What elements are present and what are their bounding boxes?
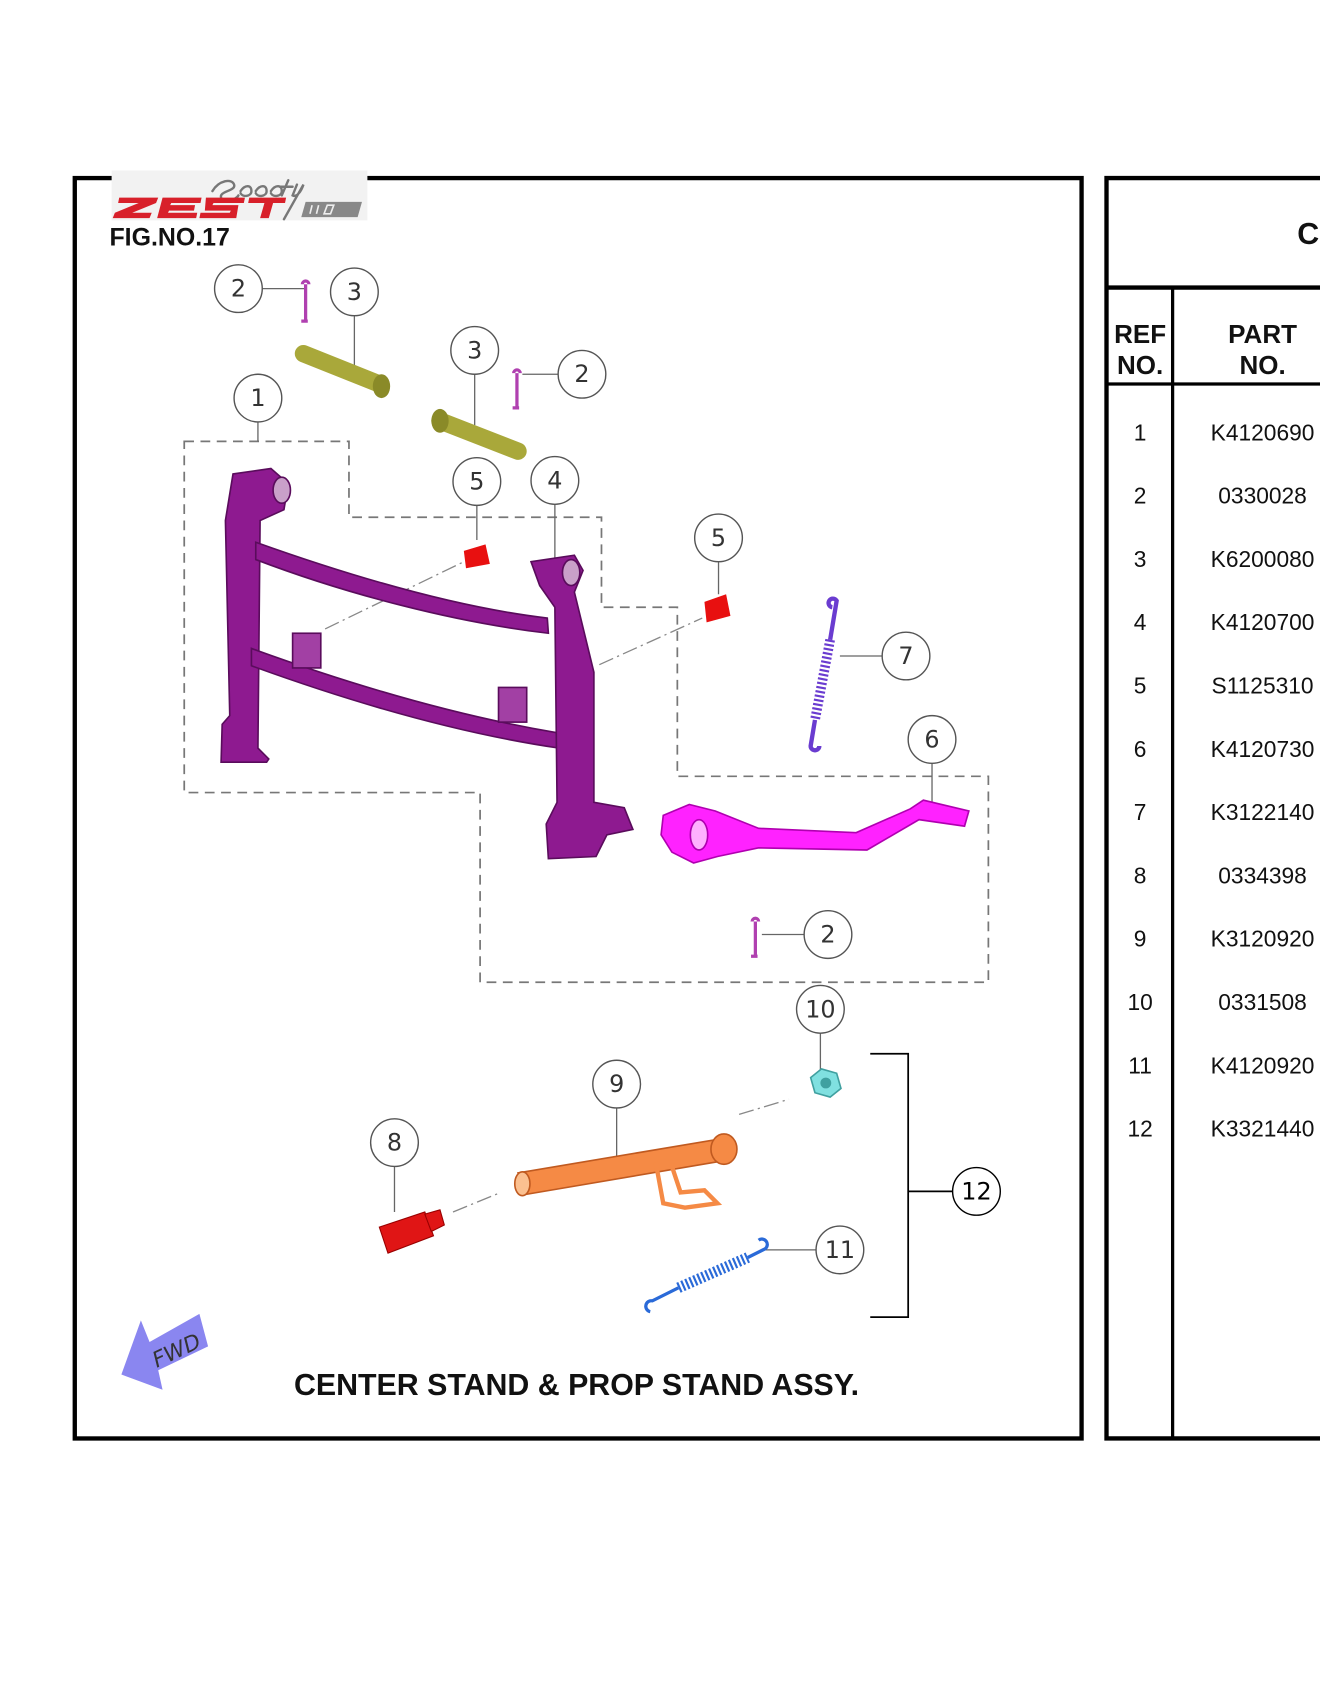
part-no: K3321440 (1211, 1116, 1315, 1142)
callout-number: 4 (547, 466, 562, 494)
ref-no: 1 (1134, 419, 1147, 445)
part-header-line1: PART (1228, 319, 1297, 349)
callout-3: 3 (450, 325, 500, 375)
part-no: S1125310 (1212, 673, 1314, 699)
figure-title: CENTER STAND & PROP STAND ASSY. (294, 1369, 859, 1402)
part-no: K4120920 (1211, 1052, 1315, 1078)
callout-number: 2 (820, 921, 835, 949)
part-no: K3122140 (1211, 799, 1315, 825)
callout-number: 1 (250, 384, 265, 412)
callout-number: 6 (924, 725, 939, 753)
part-no: K4120700 (1211, 609, 1315, 635)
callout-9: 9 (592, 1059, 642, 1109)
ref-no: 5 (1134, 673, 1147, 699)
part-header-line2: NO. (1239, 350, 1285, 380)
callout-number: 12 (961, 1177, 991, 1205)
ref-no: 7 (1134, 799, 1147, 825)
prop-stand-icon (660, 799, 970, 864)
callout-12: 12 (951, 1166, 1001, 1216)
figure-number: FIG.NO.17 (109, 223, 229, 251)
callout-5: 5 (452, 456, 502, 507)
part-no: 0331508 (1218, 989, 1307, 1015)
callout-2: 2 (557, 349, 607, 399)
part-no: K3120920 (1211, 926, 1315, 952)
ref-no: 8 (1134, 862, 1147, 888)
part-no: 0330028 (1218, 483, 1307, 509)
table-row: 12 K3321440 (1127, 1116, 1314, 1142)
table-row: 11 K4120920 (1128, 1052, 1314, 1078)
callout-number: 10 (805, 995, 835, 1023)
ref-no: 6 (1134, 736, 1147, 762)
callout-number: 8 (387, 1129, 402, 1157)
callout-2: 2 (213, 264, 263, 314)
callout-number: 11 (825, 1236, 855, 1264)
ref-no: 3 (1134, 546, 1147, 572)
callout-6: 6 (907, 714, 957, 765)
table-row: 9 K3120920 (1134, 926, 1315, 952)
table-row: 10 0331508 (1127, 989, 1306, 1015)
prop-stand-bar-icon (513, 1133, 738, 1210)
callout-number: 3 (347, 278, 362, 306)
side-stand-spring-icon (644, 1237, 769, 1314)
rubber-bumper-icon (463, 544, 731, 623)
ref-no: 4 (1134, 609, 1147, 635)
table-title: C (1297, 218, 1319, 251)
kit-bracket (870, 1052, 953, 1318)
part-no: K4120730 (1211, 736, 1315, 762)
callout-3: 3 (329, 267, 379, 317)
callout-8: 8 (369, 1118, 420, 1168)
cotter-pin-icon (300, 279, 761, 958)
callout-1: 1 (233, 373, 283, 423)
part-no: 0334398 (1218, 862, 1307, 888)
ref-header-line1: REF (1114, 319, 1166, 349)
table-row: 4 K4120700 (1134, 609, 1315, 635)
center-stand-icon (220, 467, 635, 860)
callout-7: 7 (881, 631, 931, 681)
callout-number: 2 (574, 360, 589, 388)
table-row: 6 K4120730 (1134, 736, 1315, 762)
callout-2: 2 (803, 909, 853, 960)
callout-10: 10 (795, 984, 845, 1034)
table-row: 2 0330028 (1134, 483, 1307, 509)
callout-number: 3 (467, 336, 482, 364)
callout-number: 7 (898, 642, 913, 670)
figure-frame (72, 175, 1084, 1441)
part-no: K6200080 (1211, 546, 1315, 572)
ref-no: 10 (1127, 989, 1152, 1015)
fwd-arrow-icon: FWD (121, 1313, 209, 1390)
table-row: 5 S1125310 (1134, 673, 1314, 699)
hex-nut-icon (809, 1068, 842, 1098)
scooty-zest-logo (111, 170, 368, 221)
leader-lines (257, 287, 933, 1251)
ref-no: 11 (1128, 1052, 1152, 1078)
callout-number: 5 (711, 524, 726, 552)
table-row: 3 K6200080 (1134, 546, 1315, 572)
table-row: 1 K4120690 (1134, 419, 1315, 445)
ref-no: 9 (1134, 926, 1147, 952)
callout-number: 2 (231, 275, 246, 303)
ref-no: 12 (1127, 1116, 1152, 1142)
bolt-icon (378, 1209, 445, 1254)
parts-table: C REF NO. PART NO. 1 K4120690 2 0330028 3 K62… (1104, 175, 1320, 1441)
ref-header-line2: NO. (1117, 350, 1163, 380)
table-row: 8 0334398 (1134, 862, 1307, 888)
callout-number: 9 (609, 1070, 624, 1098)
part-no: K4120690 (1211, 419, 1315, 445)
pivot-pin-icon (294, 344, 527, 460)
callout-4: 4 (530, 455, 580, 505)
callout-number: 5 (469, 468, 484, 496)
alignment-lines (324, 561, 790, 1213)
table-row: 7 K3122140 (1134, 799, 1315, 825)
ref-no: 2 (1134, 483, 1147, 509)
stand-spring-icon (808, 596, 839, 753)
callout-5: 5 (693, 513, 744, 563)
callout-11: 11 (815, 1225, 865, 1275)
